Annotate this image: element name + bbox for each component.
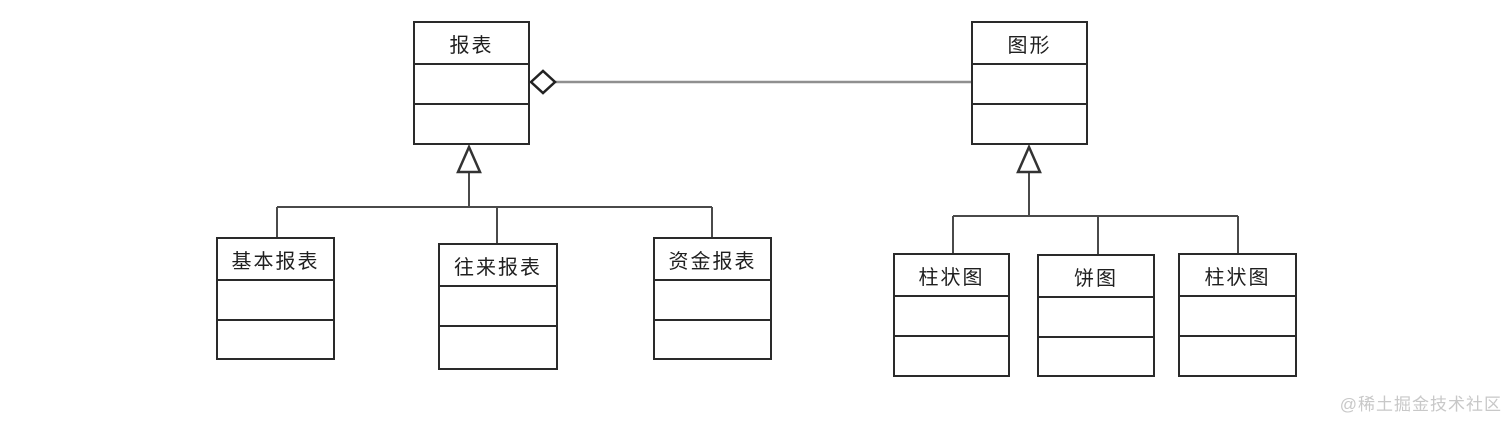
inheritance-triangle-icon bbox=[1016, 143, 1042, 174]
watermark-text: @稀土掘金技术社区 bbox=[1339, 395, 1502, 414]
class-name-bar-chart-left: 柱状图 bbox=[895, 255, 1008, 297]
operations-compartment bbox=[1039, 338, 1153, 375]
class-box-fund-report: 资金报表 bbox=[653, 237, 772, 360]
class-box-bar-chart-left: 柱状图 bbox=[893, 253, 1010, 377]
operations-compartment bbox=[218, 321, 333, 358]
inheritance-triangle-icon bbox=[456, 143, 482, 174]
attributes-compartment bbox=[415, 65, 528, 105]
attributes-compartment bbox=[895, 297, 1008, 337]
attributes-compartment bbox=[655, 281, 770, 321]
class-name-fund-report: 资金报表 bbox=[655, 239, 770, 281]
class-name-basic-report: 基本报表 bbox=[218, 239, 333, 281]
operations-compartment bbox=[655, 321, 770, 358]
attributes-compartment bbox=[1180, 297, 1295, 337]
class-box-pie-chart: 饼图 bbox=[1037, 254, 1155, 377]
attributes-compartment bbox=[973, 65, 1086, 105]
class-box-basic-report: 基本报表 bbox=[216, 237, 335, 360]
class-name-report: 报表 bbox=[415, 23, 528, 65]
operations-compartment bbox=[973, 105, 1086, 143]
operations-compartment bbox=[895, 337, 1008, 375]
class-name-graphic: 图形 bbox=[973, 23, 1086, 65]
class-box-contact-report: 往来报表 bbox=[438, 243, 558, 370]
class-box-bar-chart-right: 柱状图 bbox=[1178, 253, 1297, 377]
attributes-compartment bbox=[440, 287, 556, 327]
operations-compartment bbox=[1180, 337, 1295, 375]
generalization-report-connector bbox=[276, 143, 713, 245]
aggregation-diamond-icon bbox=[529, 69, 557, 95]
attributes-compartment bbox=[1039, 298, 1153, 338]
aggregation-connector bbox=[529, 69, 972, 95]
operations-compartment bbox=[415, 105, 528, 143]
operations-compartment bbox=[440, 327, 556, 368]
class-name-contact-report: 往来报表 bbox=[440, 245, 556, 287]
attributes-compartment bbox=[218, 281, 333, 321]
class-box-graphic: 图形 bbox=[971, 21, 1088, 145]
class-box-report: 报表 bbox=[413, 21, 530, 145]
class-name-bar-chart-right: 柱状图 bbox=[1180, 255, 1295, 297]
generalization-graphic-connector bbox=[952, 143, 1239, 256]
class-name-pie-chart: 饼图 bbox=[1039, 256, 1153, 298]
